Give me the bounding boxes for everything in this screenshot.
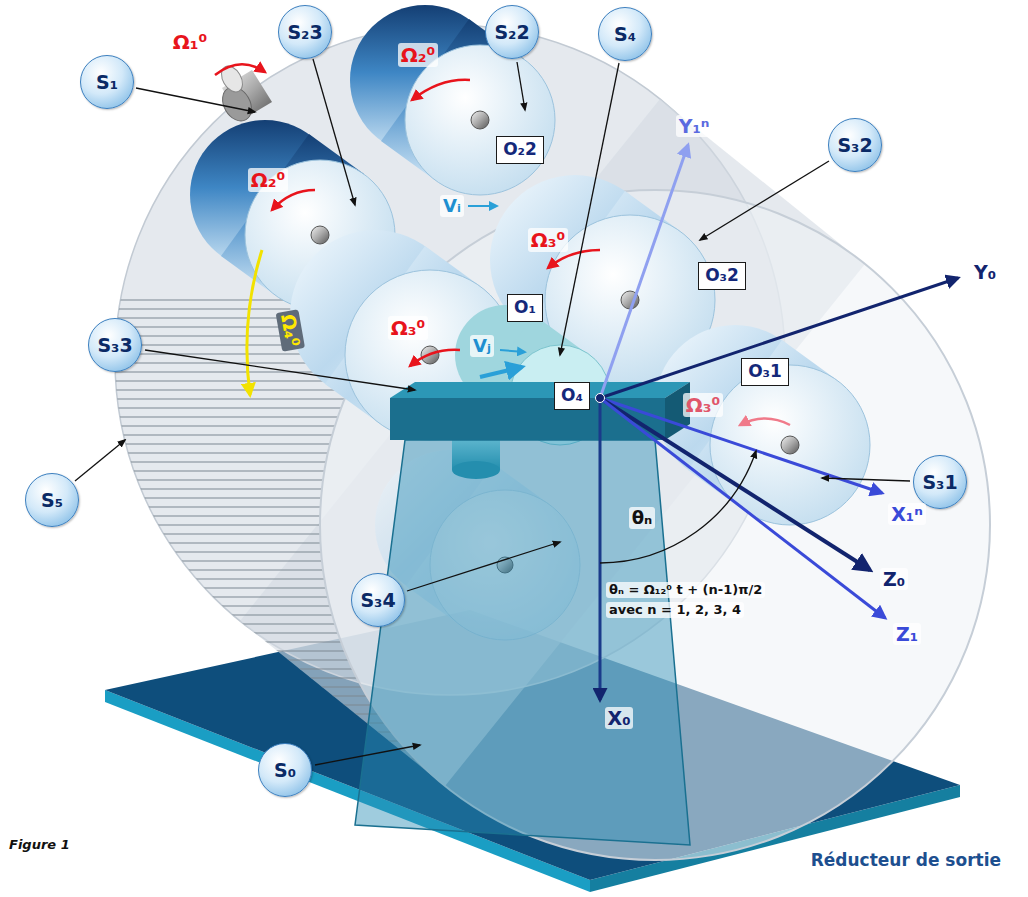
part-label: S₄	[614, 24, 636, 45]
callout-bubble: S₂2	[485, 5, 539, 59]
velocity-arrows	[468, 205, 497, 207]
leader-lines	[407, 542, 560, 591]
velocity-arrows	[480, 367, 522, 377]
figure-number: Figure 1	[6, 837, 73, 853]
gear-s22	[350, 5, 555, 195]
housing-front-face	[320, 190, 990, 860]
part-label: S₃3	[97, 335, 132, 356]
part-label: S₂2	[494, 22, 529, 43]
gear-s31	[655, 325, 870, 525]
leader-lines	[75, 59, 910, 765]
part-label: S₂3	[287, 22, 322, 43]
axis-label: X₁ⁿ	[888, 503, 926, 526]
callout-bubble: S₃3	[88, 318, 142, 372]
rotation-arrows	[215, 64, 265, 75]
angular-velocity: Ω₁⁰	[170, 30, 211, 54]
part-label: O₄	[561, 386, 583, 406]
planet-shafts	[311, 226, 329, 244]
leader-lines	[315, 745, 420, 765]
rotation-arrows	[740, 419, 790, 426]
part-label: O₂2	[503, 140, 537, 160]
angle-label: θₙ	[629, 507, 656, 529]
part-label: O₃1	[748, 362, 782, 382]
velocity-arrows	[500, 350, 525, 352]
leader-lines	[136, 88, 255, 112]
callout-bubble: S₃4	[351, 573, 405, 627]
part-label: S₃1	[922, 472, 957, 493]
callout-bubble: S₅	[25, 473, 79, 527]
velocity-label: Vᵢ	[440, 195, 464, 217]
axis-label: Z₀	[880, 568, 908, 591]
angle-formula: θₙ = Ω₁₂⁰ t + (n-1)π/2	[606, 582, 765, 598]
part-label: O₃2	[705, 266, 739, 286]
axis-label: X₀	[605, 707, 634, 730]
coordinate-axes	[600, 145, 958, 700]
leader-lines	[700, 161, 829, 240]
coordinate-axes	[600, 145, 688, 398]
axis-label: Y₀	[971, 261, 999, 284]
rotation-arrows	[548, 250, 600, 268]
rotation-arrows	[215, 64, 790, 425]
part-label: S₁	[96, 72, 118, 93]
callout-bubble: S₃1	[913, 455, 967, 509]
coordinate-axes	[600, 451, 756, 563]
angular-velocity: Ω₃⁰	[528, 228, 569, 252]
axis-label: Z₁	[893, 623, 921, 646]
part-label: S₅	[41, 490, 63, 511]
angular-velocity: Ω₃⁰	[388, 316, 429, 340]
coordinate-axes	[599, 398, 602, 700]
angular-velocity: Ω₂⁰	[398, 43, 439, 67]
part-label: S₃2	[837, 135, 872, 156]
figure-caption: Réducteur de sortie	[808, 850, 1004, 870]
callout-bubble: S₂3	[278, 5, 332, 59]
rotation-arrows	[272, 190, 315, 210]
part-label: O₁	[514, 298, 536, 318]
gear-s22	[405, 45, 555, 195]
leader-lines	[560, 63, 619, 355]
point-label-box: O₄	[554, 382, 590, 410]
part-label: S₀	[274, 760, 296, 781]
leader-lines	[75, 440, 125, 481]
coordinate-axes	[600, 278, 958, 398]
carrier-bar	[390, 398, 665, 440]
angular-velocity: Ω₄⁰	[275, 309, 304, 351]
leader-lines	[313, 59, 355, 205]
input-shaft	[217, 62, 247, 95]
part-label: S₃4	[360, 590, 395, 611]
origin-point	[596, 394, 605, 403]
point-label-box: O₂2	[496, 136, 544, 164]
callout-bubble: S₁	[80, 55, 134, 109]
velocity-label: Vⱼ	[470, 335, 494, 357]
callout-bubble: S₀	[258, 743, 312, 797]
leader-lines	[517, 62, 525, 110]
point-label-box: O₁	[507, 294, 543, 322]
leader-lines	[145, 350, 415, 390]
planet-shafts	[781, 436, 799, 454]
callout-bubble: S₃2	[828, 118, 882, 172]
angular-velocity: Ω₂⁰	[248, 168, 289, 192]
point-label-box: O₃2	[698, 262, 746, 290]
support-pillar	[355, 440, 690, 845]
coordinate-axes	[600, 398, 885, 618]
axis-label: Y₁ⁿ	[676, 115, 713, 138]
velocity-arrows	[468, 206, 525, 377]
rotation-arrows	[412, 80, 470, 100]
rotation-arrows	[410, 350, 460, 366]
formula-note: avec n = 1, 2, 3, 4	[606, 602, 744, 618]
callout-bubble: S₄	[598, 7, 652, 61]
coordinate-axes	[600, 398, 870, 570]
rotation-arrows	[247, 250, 262, 395]
leader-lines	[822, 478, 910, 481]
point-label-box: O₃1	[741, 358, 789, 386]
angular-velocity: Ω₃⁰	[683, 393, 724, 417]
planet-shafts	[471, 111, 489, 129]
